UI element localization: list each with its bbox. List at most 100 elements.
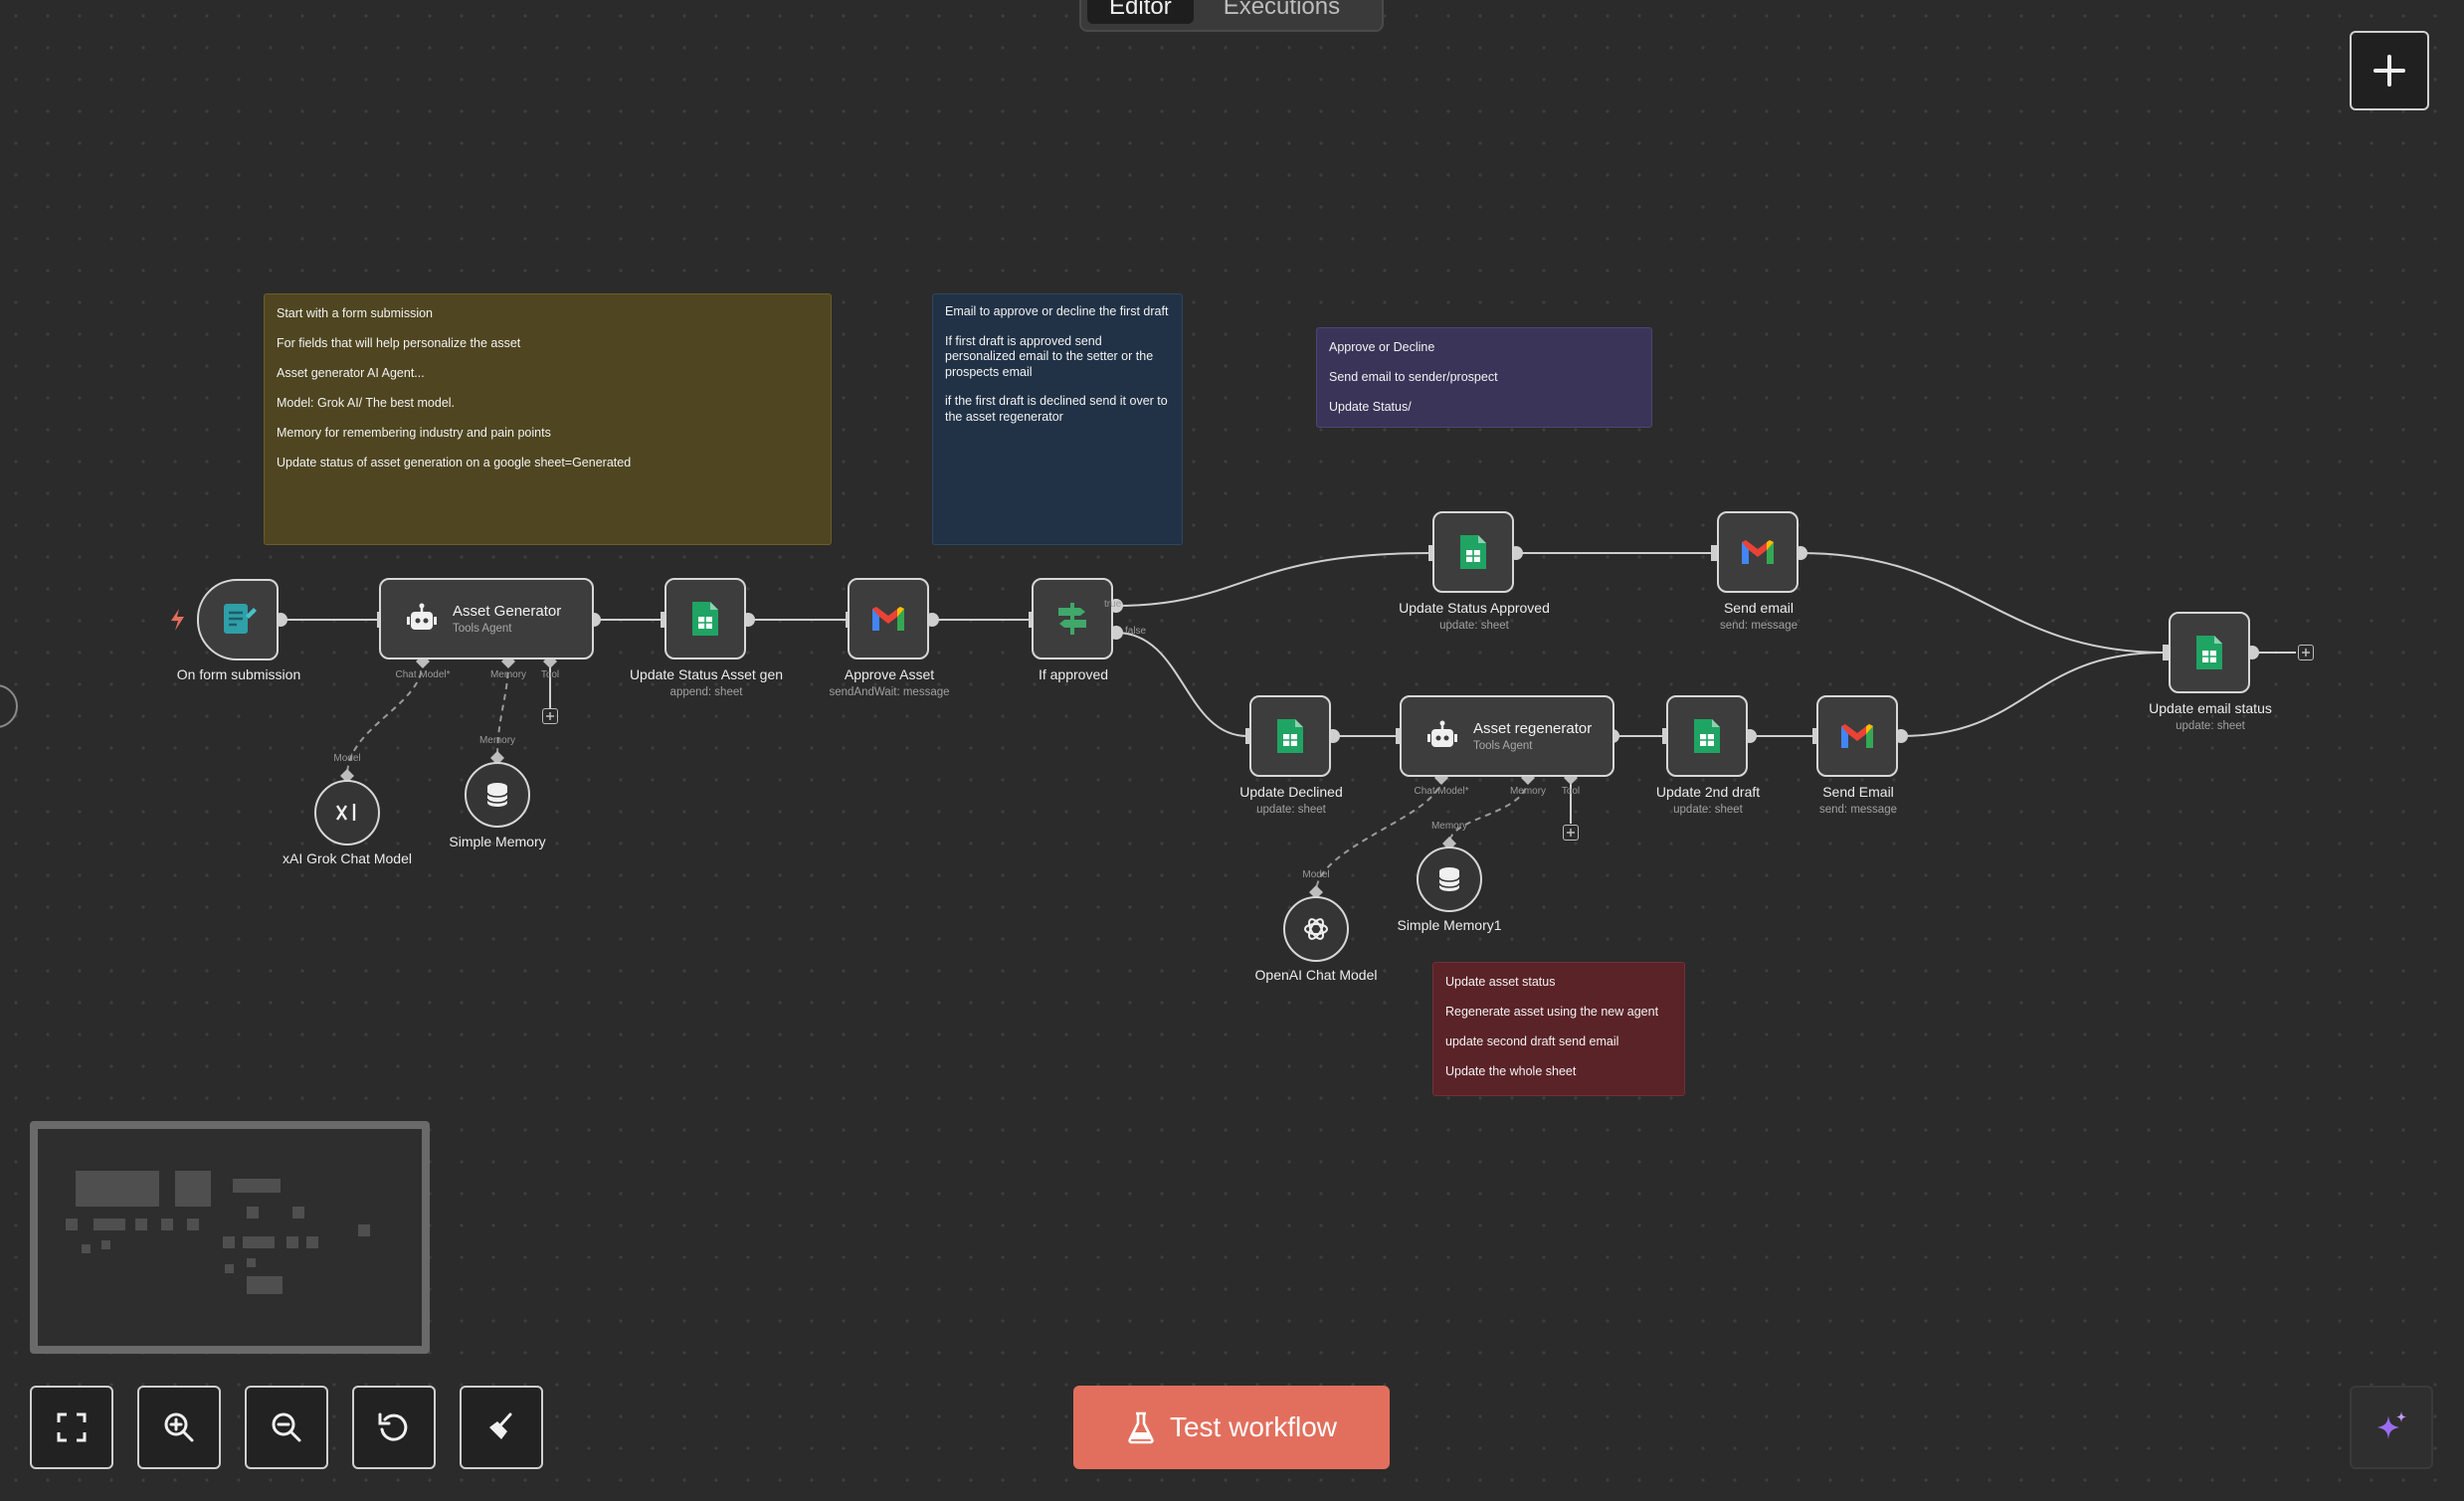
node-label: OpenAI Chat Model (1254, 967, 1378, 983)
plus-icon (546, 712, 554, 720)
port-label: Model (333, 753, 361, 764)
gmail-icon (872, 607, 904, 631)
sticky-line: Approve or Decline (1329, 340, 1435, 354)
reset-zoom-icon (378, 1412, 408, 1441)
port-label: Chat Model* (1414, 786, 1469, 797)
node-title: Asset Generator (453, 603, 562, 620)
broom-icon (489, 1412, 512, 1439)
node-label: Update email status (2149, 700, 2272, 716)
plus-icon (2373, 55, 2405, 87)
sticky-line: update second draft send email (1445, 1034, 1619, 1048)
sticky-line: Asset generator AI Agent... (277, 366, 425, 380)
sticky-line: if the first draft is declined send it o… (945, 394, 1168, 424)
zoom-in-button[interactable] (137, 1386, 221, 1469)
node-send-email-2[interactable] (1816, 695, 1898, 777)
node-subtitle: Tools Agent (453, 623, 512, 635)
zoom-in-icon (164, 1412, 194, 1442)
node-label: Update Status Asset gen (629, 666, 784, 682)
add-node-button[interactable] (2350, 31, 2429, 110)
sticky-note-red[interactable]: Update asset status Regenerate asset usi… (1432, 962, 1685, 1096)
minimap[interactable] (30, 1121, 430, 1354)
node-label: Update Status Approved (1399, 600, 1550, 616)
port-label: Model (1302, 869, 1330, 880)
database-icon (486, 783, 508, 807)
test-workflow-label: Test workflow (1169, 1411, 1338, 1442)
node-sublabel: update: sheet (2176, 720, 2245, 732)
database-icon (1438, 867, 1460, 891)
gmail-icon (1841, 724, 1873, 748)
branch-label-true: true (1104, 599, 1122, 610)
node-simple-memory[interactable] (465, 762, 530, 828)
sticky-line: Update the whole sheet (1445, 1064, 1577, 1078)
node-label: On form submission (176, 666, 301, 682)
node-approve-asset[interactable] (848, 578, 929, 659)
view-tabs: Editor Executions (1079, 0, 1384, 32)
sticky-note-yellow[interactable]: Start with a form submission For fields … (264, 293, 832, 545)
port-label: Memory (478, 735, 516, 746)
gmail-icon (1742, 540, 1774, 564)
sticky-line: Model: Grok AI/ The best model. (277, 396, 456, 410)
fullscreen-icon (57, 1412, 87, 1442)
node-asset-generator[interactable]: Asset Generator Tools Agent (379, 578, 594, 659)
flask-icon (1128, 1411, 1154, 1444)
sticky-line: Update Status/ (1329, 400, 1412, 414)
port-label: Memory (489, 669, 527, 680)
sticky-line: Send email to sender/prospect (1329, 370, 1498, 384)
sticky-line: For fields that will help personalize th… (277, 336, 521, 350)
node-sublabel: append: sheet (669, 686, 743, 698)
node-on-form-submission[interactable] (197, 579, 279, 660)
sticky-line: Regenerate asset using the new agent (1445, 1005, 1659, 1019)
port-label: Tool (540, 669, 560, 680)
node-sublabel: sendAndWait: message (829, 686, 950, 698)
node-xai-grok-chat-model[interactable] (314, 780, 380, 845)
tab-executions[interactable]: Executions (1223, 0, 1341, 20)
node-label: Update 2nd draft (1655, 784, 1761, 800)
robot-icon (1427, 720, 1457, 747)
robot-icon (407, 603, 437, 630)
google-sheets-icon (692, 602, 718, 636)
node-update-status-approved[interactable] (1432, 511, 1514, 593)
port-label: Tool (1561, 786, 1581, 797)
tab-editor[interactable]: Editor (1087, 0, 1194, 24)
sparkle-icon (2377, 1411, 2406, 1439)
google-sheets-icon (1277, 719, 1303, 753)
test-workflow-button[interactable]: Test workflow (1073, 1386, 1390, 1469)
port-label: Memory (1509, 786, 1547, 797)
sticky-note-purple[interactable]: Approve or Decline Send email to sender/… (1316, 327, 1652, 428)
node-asset-regenerator[interactable]: Asset regenerator Tools Agent (1400, 695, 1614, 777)
node-label: Send email (1723, 600, 1795, 616)
sticky-line: Memory for remembering industry and pain… (277, 426, 551, 440)
node-update-status-asset-gen[interactable] (664, 578, 746, 659)
node-label: Update Declined (1239, 784, 1343, 800)
sticky-note-blue[interactable]: Email to approve or decline the first dr… (932, 293, 1183, 545)
node-send-email[interactable] (1717, 511, 1799, 593)
ai-assistant-button[interactable] (2350, 1386, 2433, 1469)
port-label: Memory (1430, 821, 1468, 832)
plus-icon (1567, 829, 1575, 837)
branch-label-false: false (1125, 626, 1147, 637)
node-update-email-status[interactable] (2169, 612, 2250, 693)
sticky-line: Update status of asset generation on a g… (277, 456, 632, 469)
node-if-approved[interactable] (1032, 578, 1113, 659)
xai-icon (335, 804, 356, 821)
google-sheets-icon (1694, 719, 1720, 753)
node-openai-chat-model[interactable] (1283, 896, 1349, 962)
node-label: Simple Memory1 (1397, 917, 1502, 933)
add-tool-button[interactable] (542, 708, 558, 724)
node-sublabel: update: sheet (1256, 804, 1326, 816)
node-title: Asset regenerator (1473, 720, 1593, 737)
node-simple-memory1[interactable] (1417, 846, 1482, 912)
add-next-node-button[interactable] (2298, 645, 2314, 660)
tidy-up-button[interactable] (460, 1386, 543, 1469)
add-tool-button[interactable] (1563, 825, 1579, 841)
fit-view-button[interactable] (30, 1386, 113, 1469)
node-update-declined[interactable] (1249, 695, 1331, 777)
node-label: xAI Grok Chat Model (283, 850, 412, 866)
node-sublabel: send: message (1819, 804, 1897, 816)
node-sublabel: update: sheet (1673, 804, 1743, 816)
node-label: Approve Asset (844, 666, 935, 682)
zoom-out-button[interactable] (245, 1386, 328, 1469)
node-update-2nd-draft[interactable] (1666, 695, 1748, 777)
zoom-out-icon (272, 1412, 301, 1442)
reset-zoom-button[interactable] (352, 1386, 436, 1469)
